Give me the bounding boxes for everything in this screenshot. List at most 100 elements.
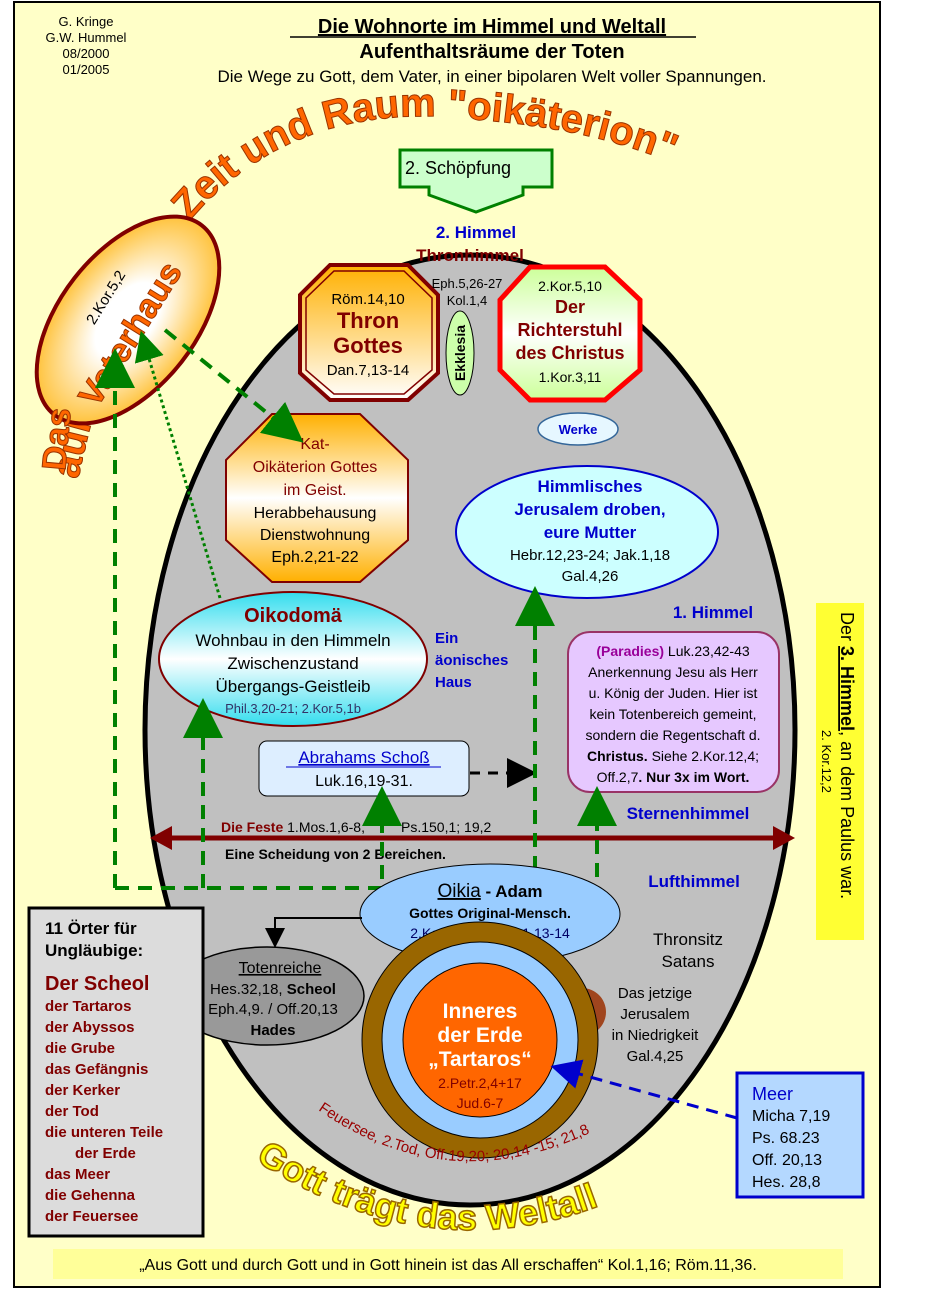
ungl-title2: Ungläubige:	[45, 941, 143, 960]
author-2: G.W. Hummel	[46, 30, 127, 45]
paradies-christus: Christus.	[587, 748, 648, 764]
jerusalem-ellipse	[455, 465, 719, 599]
ungl-item: der Abyssos	[45, 1019, 134, 1036]
aeon-line1: Ein	[435, 630, 458, 647]
ungl-item: die unteren Teile	[45, 1124, 163, 1141]
thron-ref-bottom: Dan.7,13-14	[327, 362, 410, 379]
paradies-off: Off.2,7	[597, 769, 639, 785]
erde[interactable]: Inneres der Erde „Tartaros“ 2.Petr.2,4+1…	[361, 921, 599, 1159]
paradies-line4: sondern die Regentschaft d.	[585, 727, 760, 743]
ekklesia[interactable]: Ekklesia	[445, 310, 475, 396]
totenreiche[interactable]: Totenreiche Hes.32,18, Scheol Eph.4,9. /…	[169, 946, 365, 1046]
erde-core	[402, 962, 558, 1118]
richterstuhl-line2: Richterstuhl	[517, 320, 622, 340]
jerusalem-line2: Jerusalem droben,	[514, 500, 665, 519]
thron-ref-top: Röm.14,10	[331, 291, 404, 308]
jerusalem-jetzt-label: Das jetzige Jerusalem in Niedrigkeit Gal…	[612, 985, 700, 1065]
richterstuhl[interactable]: 2.Kor.5,10 Der Richterstuhl des Christus…	[497, 264, 643, 403]
aeon-line2: äonisches	[435, 652, 508, 669]
himmel2-label: 2. Himmel	[436, 223, 516, 242]
richterstuhl-line3: des Christus	[515, 343, 624, 363]
thron-inner-border	[305, 270, 433, 395]
feste-desc: Eine Scheidung von 2 Bereichen.	[225, 846, 446, 862]
himmel3-main-text: Der 3. Himmel, an dem Paulus war.	[837, 612, 857, 899]
ungl-list: der Tartaros der Abyssos die Grube das G…	[45, 998, 163, 1225]
footer-band	[53, 1249, 843, 1279]
feste-ref1: 1.Mos.1,6-8,	[287, 819, 365, 835]
paradies-siehe: Siehe 2.Kor.12,4;	[652, 748, 759, 764]
paradies-box[interactable]: (Paradies) Luk.23,42-43 Anerkennung Jesu…	[567, 631, 780, 793]
paradies-line6: Off.2,7. Nur 3x im Wort.	[597, 769, 750, 785]
green-double-arrow-oikodomae-to-vaterhaus	[134, 330, 222, 599]
totenreiche-ref1: Hes.32,18,	[210, 981, 287, 998]
erde-ref2: Jud.6-7	[457, 1095, 504, 1111]
aeonisches-haus-label: Ein äonisches Haus	[435, 630, 508, 691]
oikodomae[interactable]: Oikodomä Wohnbau in den Himmeln Zwischen…	[158, 591, 428, 727]
meer-ref3: Off. 20,13	[752, 1152, 822, 1169]
kat-ref: Eph.2,21-22	[271, 549, 358, 566]
kat-line3: im Geist.	[283, 482, 346, 499]
ungl-item: die Grube	[45, 1040, 115, 1057]
feste-ref2: Ps.150,1; 19,2	[401, 819, 492, 835]
ungl-rect	[27, 906, 205, 1238]
jerusalem-jetzt-line3: in Niedrigkeit	[612, 1027, 700, 1044]
sternenhimmel-label: Sternenhimmel	[627, 804, 750, 823]
paradies-line1: Anerkennung Jesu als Herr	[588, 664, 758, 680]
paradies-nur3x: . Nur 3x im Wort.	[638, 769, 749, 785]
paradies-line2: u. König der Juden. Hier ist	[589, 685, 758, 701]
thron-line1: Thron	[337, 308, 399, 333]
feste-arrowhead-right	[773, 826, 795, 850]
richterstuhl-ref-bottom: 1.Kor.3,11	[539, 369, 602, 385]
abrahams-schoss[interactable]: Abrahams Schoß Luk.16,19-31.	[258, 740, 470, 797]
thron-gottes[interactable]: Röm.14,10 Thron Gottes Dan.7,13-14	[298, 263, 440, 402]
ungl-item: der Tartaros	[45, 998, 131, 1015]
ekklesia-label: Ekklesia	[452, 325, 468, 381]
werke[interactable]: Werke	[537, 412, 619, 446]
himmlisches-jerusalem[interactable]: Himmlisches Jerusalem droben, eure Mutte…	[455, 465, 719, 599]
author-1: G. Kringe	[59, 14, 114, 29]
ungl-box[interactable]: 11 Örter für Ungläubige: Der Scheol der …	[27, 906, 205, 1238]
himmel3-ref: 2. Kor.12,2	[819, 730, 834, 793]
oikodomae-line1: Wohnbau in den Himmeln	[195, 631, 390, 650]
footer-text: „Aus Gott und durch Gott und in Gott hin…	[139, 1257, 757, 1274]
footer-refs: Kol.1,16; Röm.11,36.	[603, 1257, 757, 1274]
kat-line2: Oikäterion Gottes	[253, 459, 378, 476]
meer-box[interactable]: Meer Micha 7,19 Ps. 68.23 Off. 20,13 Hes…	[735, 1071, 865, 1199]
ungl-item: das Meer	[45, 1166, 110, 1183]
katoikaeterion[interactable]: Kat- Oikäterion Gottes im Geist. Herabbe…	[225, 413, 409, 583]
thronsitz-line1: Thronsitz	[653, 930, 723, 949]
werke-label: Werke	[559, 422, 598, 437]
abraham-title[interactable]: Abrahams Schoß	[298, 748, 429, 767]
meer-ref1: Micha 7,19	[752, 1108, 830, 1125]
paradies-line3: kein Totenbereich gemeint,	[589, 706, 756, 722]
feste-label-line: Die Feste 1.Mos.1,6-8,	[221, 819, 365, 835]
feste-arrowhead-left	[150, 826, 172, 850]
thron-octagon	[298, 263, 440, 402]
ungl-item: das Gefängnis	[45, 1061, 148, 1078]
himmel3-main: 3. Himmel	[837, 646, 857, 731]
kat-line5: Dienstwohnung	[260, 527, 370, 544]
ungl-item: die Gehenna	[45, 1187, 136, 1204]
meer-rect	[735, 1071, 865, 1199]
feste-arrow	[150, 826, 795, 850]
das-label: Das	[35, 406, 78, 471]
schoepfung-box[interactable]: 2. Schöpfung	[398, 148, 554, 214]
page-subtitle: Aufenthaltsräume der Toten	[359, 41, 624, 63]
paradies-line0: (Paradies) Luk.23,42-43	[596, 643, 750, 659]
ekklesia-ref2: Kol.1,4	[447, 293, 487, 308]
schoepfung-label: 2. Schöpfung	[405, 158, 511, 178]
oikia-suffix: - Adam	[481, 882, 543, 901]
katoikaeterion-octagon	[225, 413, 409, 583]
authors-block: G. Kringe G.W. Hummel 08/2000 01/2005	[46, 14, 127, 77]
page-tagline: Die Wege zu Gott, dem Vater, in einer bi…	[217, 67, 766, 86]
richterstuhl-octagon	[497, 264, 643, 403]
aeon-line3: Haus	[435, 674, 472, 691]
thronhimmel-label: Thronhimmel	[416, 246, 524, 265]
feste-label: Die Feste	[221, 819, 283, 835]
himmel3-band[interactable]: Der 3. Himmel, an dem Paulus war. 2. Kor…	[816, 603, 864, 940]
thronsitz-line2: Satans	[662, 952, 715, 971]
footer-quote-text: „Aus Gott und durch Gott und in Gott hin…	[139, 1257, 603, 1274]
jerusalem-line1: Himmlisches	[538, 477, 643, 496]
paradies-label: (Paradies)	[596, 643, 664, 659]
